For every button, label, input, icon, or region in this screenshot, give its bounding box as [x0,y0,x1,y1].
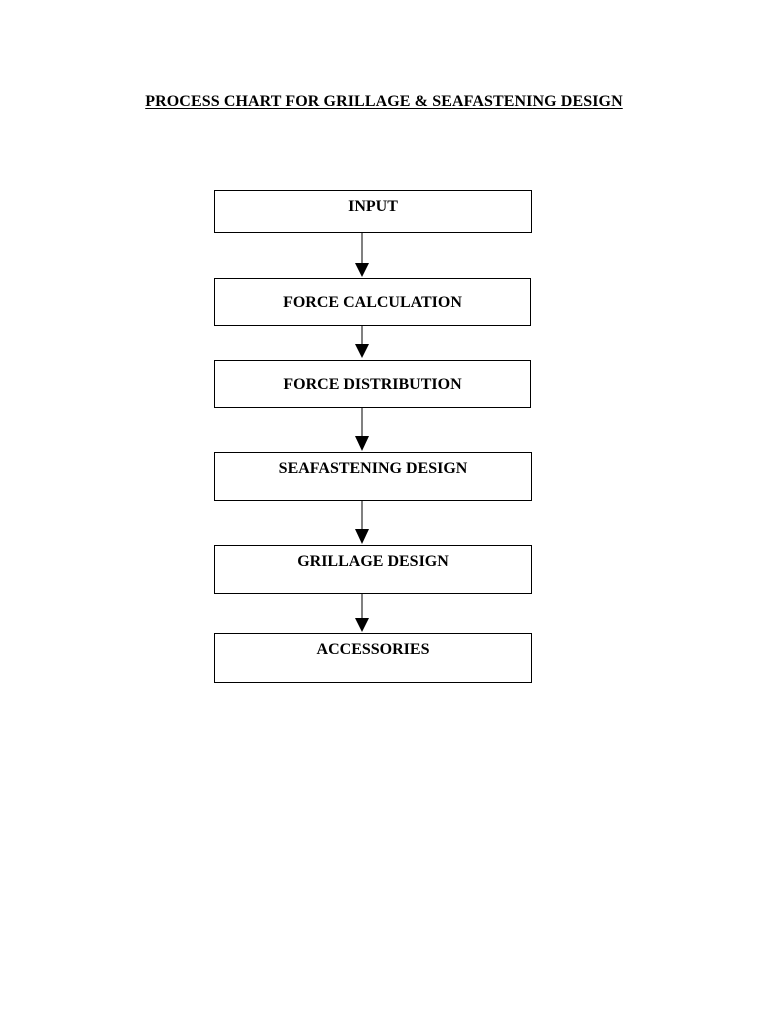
step-grillage-design: GRILLAGE DESIGN [214,545,532,594]
step-label: SEAFASTENING DESIGN [278,460,468,477]
step-force-calculation: FORCE CALCULATION [214,278,531,326]
step-accessories: ACCESSORIES [214,633,532,683]
arrow-input-to-force-calculation [355,233,369,277]
arrow-force-distribution-to-seafastening-design [355,408,369,451]
arrow-grillage-design-to-accessories [355,594,369,632]
step-label: ACCESSORIES [316,641,430,658]
arrow-force-calculation-to-force-distribution [355,326,369,358]
step-input: INPUT [214,190,532,233]
step-label: FORCE DISTRIBUTION [283,376,462,393]
step-seafastening-design: SEAFASTENING DESIGN [214,452,532,501]
arrow-seafastening-design-to-grillage-design [355,501,369,544]
step-force-distribution: FORCE DISTRIBUTION [214,360,531,408]
step-label: GRILLAGE DESIGN [297,553,449,570]
page-title: PROCESS CHART FOR GRILLAGE & SEAFASTENIN… [145,93,623,110]
step-label: INPUT [348,198,398,215]
step-label: FORCE CALCULATION [283,294,462,311]
